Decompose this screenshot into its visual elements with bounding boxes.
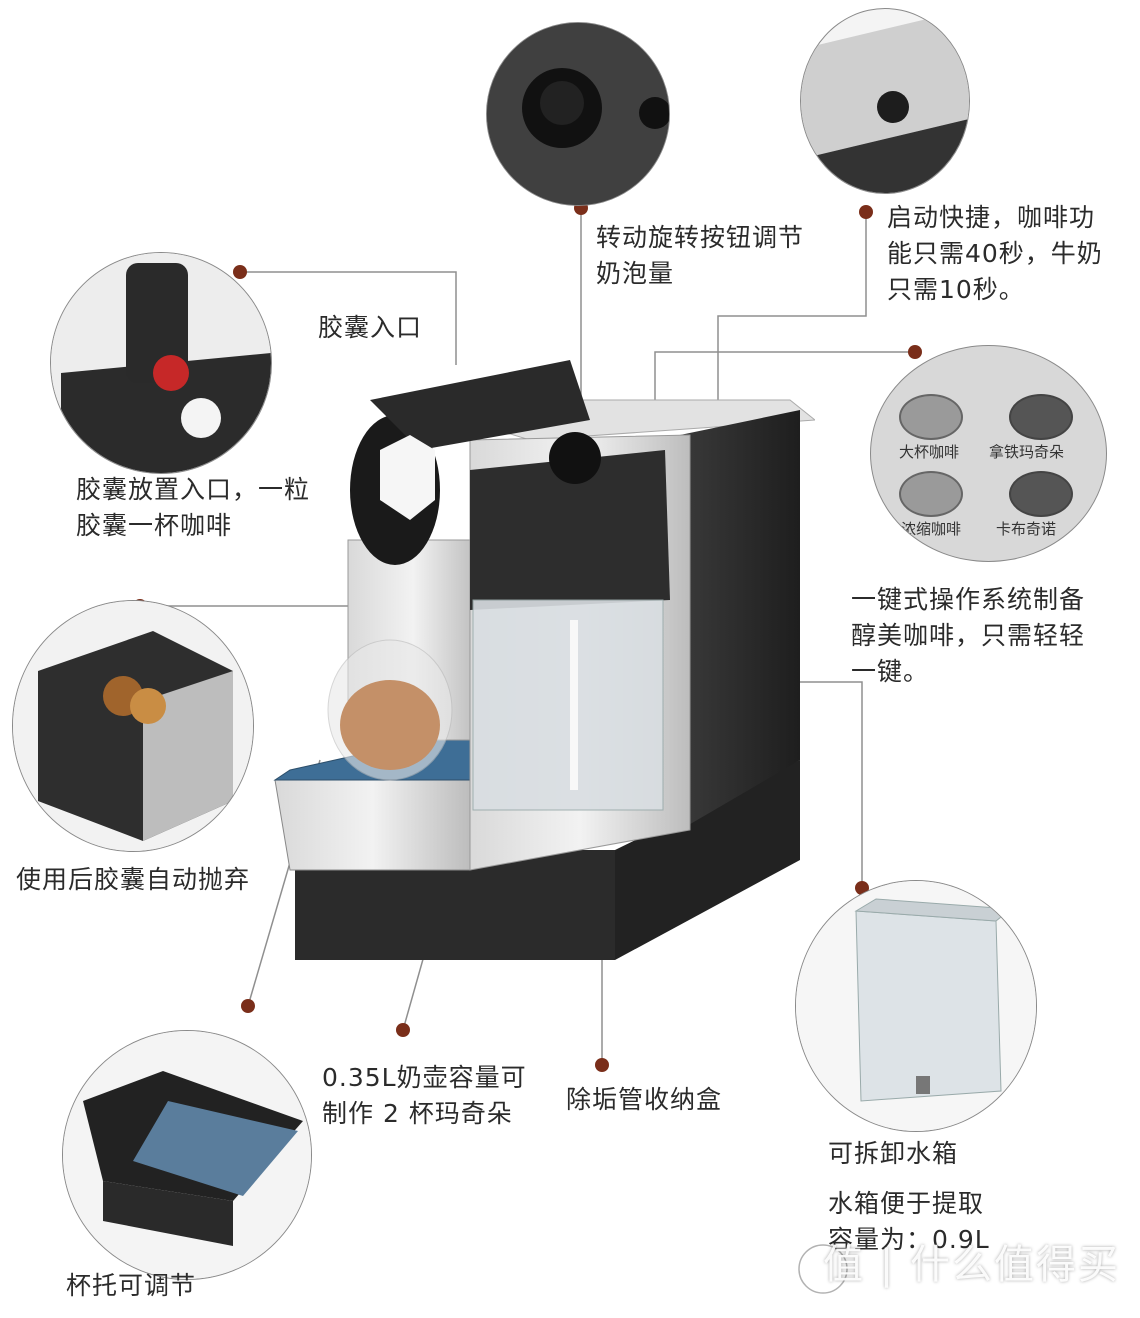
label-descale-box: 除垢管收纳盒 [566, 1082, 722, 1118]
label-one-touch-line1: 一键式操作系统制备 [851, 585, 1086, 614]
button-latte-icon [1009, 394, 1073, 440]
button-label-latte: 拿铁玛奇朵 [989, 443, 1065, 461]
label-capsule-slot: 胶囊放置入口，一粒 胶囊一杯咖啡 [76, 472, 310, 544]
knob-detail-circle [486, 22, 670, 206]
button-label-large-coffee: 大杯咖啡 [899, 443, 960, 461]
label-knob-line1: 转动旋转按钮调节 [596, 223, 805, 252]
label-one-touch: 一键式操作系统制备 醇美咖啡，只需轻轻 一键。 [851, 582, 1085, 690]
label-quick-start-line1: 启动快捷，咖啡功 [887, 203, 1096, 232]
quick-start-detail-circle [800, 8, 970, 194]
button-cup-large-icon [899, 394, 963, 440]
label-capsule-slot-line2: 胶囊一杯咖啡 [76, 511, 233, 540]
label-cup-tray-line1: 杯托可调节 [66, 1271, 197, 1300]
label-auto-discard: 使用后胶囊自动抛弃 [16, 862, 250, 898]
coffee-machine-illustration [273, 360, 815, 960]
label-quick-start-line3: 只需10秒。 [887, 275, 1025, 304]
label-water-tank-desc: 水箱便于提取 容量为：0.9L [828, 1186, 990, 1258]
button-espresso-icon [899, 471, 963, 517]
capsule-container-detail-circle [12, 600, 254, 852]
label-milk-jug-line1: 0.35L奶壶容量可 [322, 1063, 527, 1092]
label-water-tank: 可拆卸水箱 [828, 1136, 958, 1172]
label-milk-jug-line2: 制作 2 杯玛奇朵 [322, 1099, 513, 1128]
label-quick-start: 启动快捷，咖啡功 能只需40秒，牛奶 只需10秒。 [887, 200, 1103, 308]
label-capsule-slot-line1: 胶囊放置入口，一粒 [76, 475, 311, 504]
label-one-touch-line2: 醇美咖啡，只需轻轻 [851, 621, 1086, 650]
label-one-touch-line3: 一键。 [851, 657, 930, 686]
label-capsule-entry-line1: 胶囊入口 [318, 313, 423, 342]
label-water-tank-line1: 可拆卸水箱 [828, 1139, 959, 1168]
water-tank-detail-circle [795, 880, 1037, 1132]
label-knob: 转动旋转按钮调节 奶泡量 [596, 220, 804, 292]
label-quick-start-line2: 能只需40秒，牛奶 [887, 239, 1103, 268]
button-label-espresso: 浓缩咖啡 [901, 520, 962, 538]
button-cappuccino-icon [1009, 471, 1073, 517]
label-cup-tray: 杯托可调节 [66, 1268, 196, 1304]
label-milk-jug: 0.35L奶壶容量可 制作 2 杯玛奇朵 [322, 1060, 527, 1132]
label-water-tank-desc-line1: 水箱便于提取 [828, 1189, 985, 1218]
watermark-logo-icon [798, 1244, 848, 1294]
label-knob-line2: 奶泡量 [596, 259, 675, 288]
label-capsule-entry: 胶囊入口 [318, 310, 422, 346]
label-water-tank-desc-line2: 容量为：0.9L [828, 1225, 990, 1254]
label-auto-discard-line1: 使用后胶囊自动抛弃 [16, 865, 251, 894]
button-label-cappuccino: 卡布奇诺 [996, 520, 1057, 538]
cup-tray-detail-circle [62, 1030, 312, 1280]
watermark-text: 值 | 什么值得买 [823, 1242, 1120, 1288]
capsule-slot-detail-circle [50, 252, 272, 474]
label-descale-box-line1: 除垢管收纳盒 [566, 1085, 723, 1114]
button-panel-detail-circle: 大杯咖啡 拿铁玛奇朵 浓缩咖啡 卡布奇诺 [870, 345, 1107, 562]
